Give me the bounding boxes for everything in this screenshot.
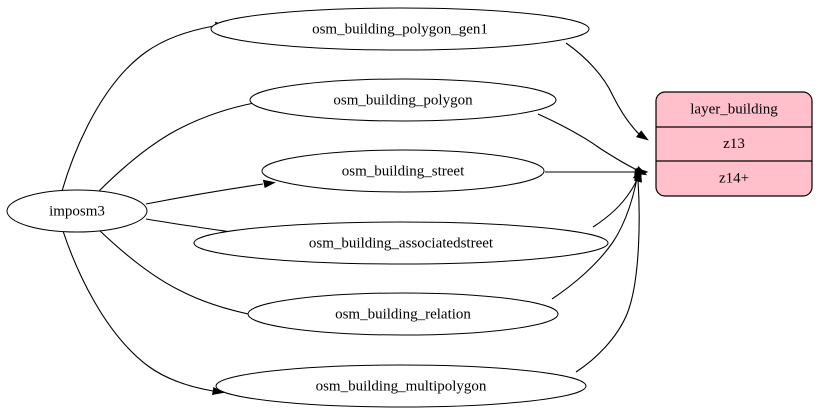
- node-osm_building_street-label: osm_building_street: [342, 163, 465, 179]
- node-imposm3[interactable]: imposm3: [6, 189, 148, 233]
- node-osm_building_street-shape[interactable]: [261, 149, 545, 193]
- layer_building-box[interactable]: [655, 91, 813, 197]
- edge-imposm3-to-osm_building_multipolygon: [62, 230, 225, 396]
- node-osm_building_polygon_gen1-label: osm_building_polygon_gen1: [312, 21, 488, 37]
- node-osm_building_multipolygon-label: osm_building_multipolygon: [316, 378, 487, 394]
- edge-imposm3-to-osm_building_polygon: [97, 98, 268, 193]
- node-osm_building_relation-label: osm_building_relation: [335, 306, 471, 322]
- node-osm_building_street[interactable]: osm_building_street: [261, 149, 545, 193]
- layer_building-row-z13: z13: [723, 136, 745, 152]
- node-osm_building_associatedstreet-label: osm_building_associatedstreet: [309, 235, 494, 251]
- node-osm_building_associatedstreet-shape[interactable]: [193, 221, 609, 265]
- edge-osm_building_street-to-layer_building-z14: [545, 167, 649, 177]
- node-layer_building[interactable]: layer_building z13 z14+: [655, 91, 813, 197]
- edge-osm_building_polygon_gen1-to-layer_building-z13: [565, 42, 649, 141]
- node-osm_building_multipolygon-shape[interactable]: [215, 364, 587, 408]
- node-osm_building_polygon-shape[interactable]: [249, 78, 557, 122]
- node-osm_building_polygon_gen1[interactable]: osm_building_polygon_gen1: [210, 7, 590, 51]
- edge-imposm3-to-osm_building_street: [145, 179, 276, 205]
- node-imposm3-shape[interactable]: [6, 189, 148, 233]
- node-osm_building_multipolygon[interactable]: osm_building_multipolygon: [215, 364, 587, 408]
- node-osm_building_polygon_gen1-shape[interactable]: [210, 7, 590, 51]
- edge-group-tables-to-layer: [537, 42, 649, 373]
- node-osm_building_polygon-label: osm_building_polygon: [333, 92, 473, 108]
- edge-osm_building_multipolygon-to-layer_building-z14: [575, 170, 642, 373]
- edge-imposm3-to-osm_building_polygon_gen1: [61, 21, 228, 192]
- node-osm_building_relation-shape[interactable]: [247, 292, 559, 336]
- layer_building-row-name: layer_building: [690, 101, 778, 117]
- node-osm_building_relation[interactable]: osm_building_relation: [247, 292, 559, 336]
- node-osm_building_associatedstreet[interactable]: osm_building_associatedstreet: [193, 221, 609, 265]
- layer_building-row-z14: z14+: [719, 170, 749, 186]
- node-osm_building_polygon[interactable]: osm_building_polygon: [249, 78, 557, 122]
- node-imposm3-label: imposm3: [49, 203, 105, 219]
